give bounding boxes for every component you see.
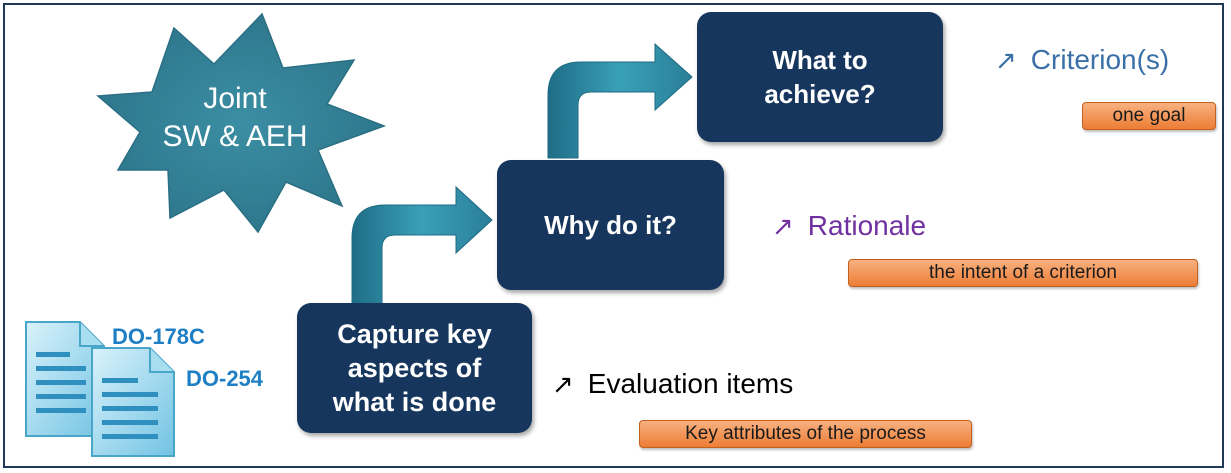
criterion-text: Criterion(s) bbox=[1030, 44, 1170, 75]
diagonal-arrow-icon: ↗ bbox=[552, 369, 574, 399]
document-icon-2 bbox=[91, 347, 175, 457]
do-178c-label: DO-178C bbox=[112, 324, 205, 349]
burst-line-2: SW & AEH bbox=[162, 120, 308, 153]
criterion-label: ↗ Criterion(s) bbox=[995, 44, 1169, 76]
evaluation-items-label: ↗ Evaluation items bbox=[552, 368, 793, 400]
intent-tag: the intent of a criterion bbox=[848, 259, 1198, 287]
diagonal-arrow-icon: ↗ bbox=[772, 211, 794, 241]
evaluation-items-text: Evaluation items bbox=[587, 368, 794, 399]
diagonal-arrow-icon: ↗ bbox=[995, 45, 1017, 75]
rationale-label: ↗ Rationale bbox=[772, 210, 926, 242]
burst-line-1: Joint bbox=[203, 82, 267, 115]
starburst-shape bbox=[96, 12, 387, 234]
why-box: Why do it? bbox=[497, 160, 724, 290]
one-goal-tag: one goal bbox=[1082, 102, 1216, 130]
do-254-label: DO-254 bbox=[186, 366, 264, 391]
what-box: What to achieve? bbox=[697, 12, 943, 142]
rationale-text: Rationale bbox=[807, 210, 927, 241]
capture-box: Capture key aspects of what is done bbox=[297, 303, 532, 433]
step-arrow-2 bbox=[547, 42, 693, 159]
step-arrow-1 bbox=[351, 185, 493, 305]
burst-text: Joint SW & AEH bbox=[140, 80, 330, 156]
key-attributes-tag: Key attributes of the process bbox=[639, 420, 972, 448]
